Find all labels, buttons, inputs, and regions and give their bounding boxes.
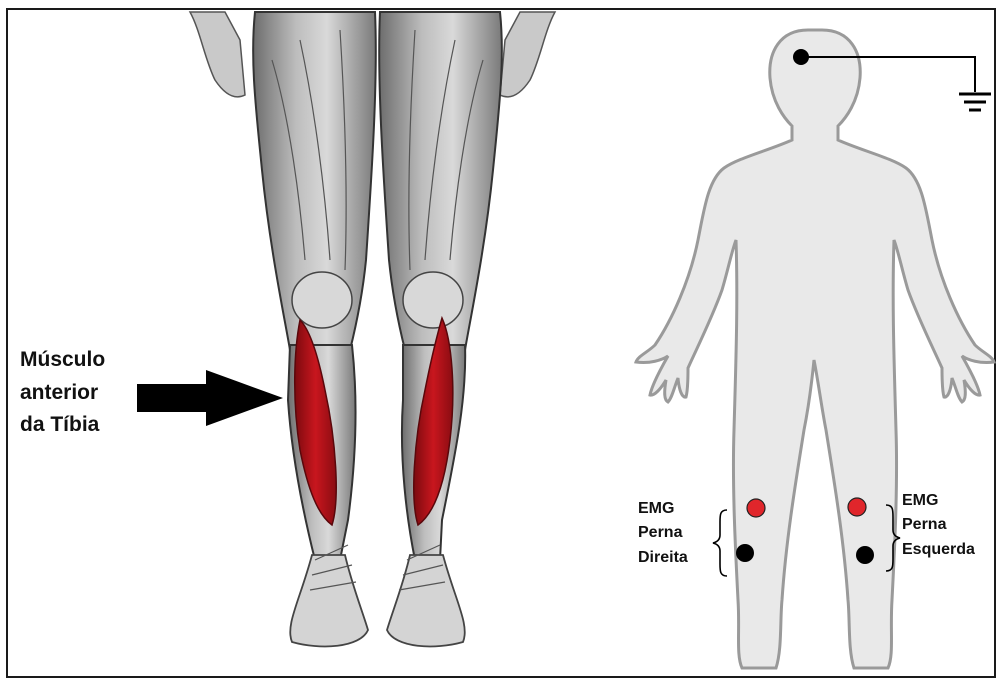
emg-right-leg-label: EMG Perna Direita <box>638 497 688 570</box>
electrode-left-leg-active <box>848 498 866 516</box>
right-hand-shape <box>500 12 555 97</box>
muscle-label: Músculo anterior da Tíbia <box>20 344 105 442</box>
body-outline-shape <box>636 30 994 668</box>
brace-icon <box>713 510 727 576</box>
electrode-left-leg-reference <box>856 546 874 564</box>
emg-left-leg-label: EMG Perna Esquerda <box>902 489 975 562</box>
ground-symbol-icon <box>959 94 991 110</box>
muscle-label-line-1: Músculo <box>20 344 105 377</box>
emg-right-leg-line-2: Perna <box>638 521 688 545</box>
foot-left <box>290 555 368 646</box>
anatomical-legs-illustration <box>190 12 555 646</box>
emg-left-leg-line-1: EMG <box>902 489 975 513</box>
electrode-right-leg-reference <box>736 544 754 562</box>
arrow-right-icon <box>137 370 283 426</box>
emg-right-leg-line-3: Direita <box>638 546 688 570</box>
muscle-label-line-2: anterior <box>20 377 105 410</box>
knee-left <box>292 272 352 328</box>
body-silhouette <box>636 30 994 668</box>
emg-left-leg-line-3: Esquerda <box>902 538 975 562</box>
emg-right-leg-line-1: EMG <box>638 497 688 521</box>
electrode-right-leg-active <box>747 499 765 517</box>
muscle-label-line-3: da Tíbia <box>20 409 105 442</box>
emg-left-leg-line-2: Perna <box>902 513 975 537</box>
left-hand-shape <box>190 12 245 97</box>
knee-right <box>403 272 463 328</box>
